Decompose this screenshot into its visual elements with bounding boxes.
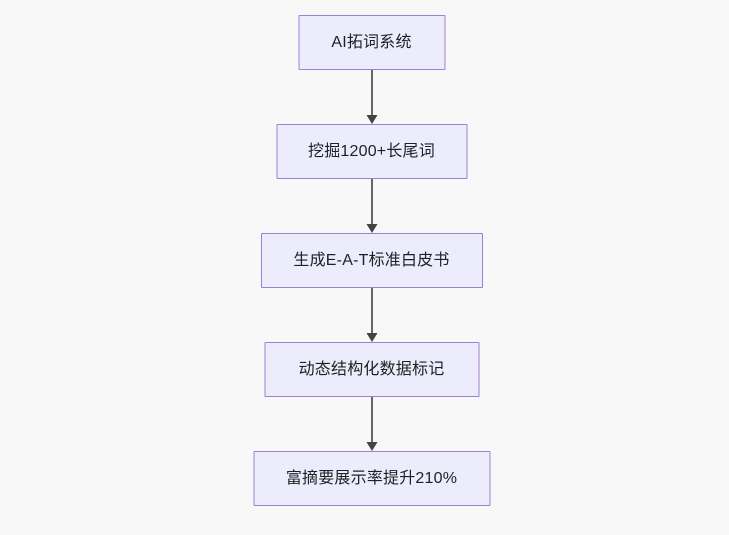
flow-node-label: 生成E-A-T标准白皮书 <box>293 251 450 269</box>
flow-node-5[interactable]: 富摘要展示率提升210% <box>253 451 490 506</box>
flow-connector-4 <box>365 397 379 451</box>
flow-node-2[interactable]: 挖掘1200+长尾词 <box>276 124 467 179</box>
flow-node-4[interactable]: 动态结构化数据标记 <box>264 342 479 397</box>
flow-connector-1 <box>365 70 379 124</box>
flow-node-3[interactable]: 生成E-A-T标准白皮书 <box>260 233 483 288</box>
flow-connector-3 <box>365 288 379 342</box>
flow-node-1[interactable]: AI拓词系统 <box>298 15 445 70</box>
flow-node-label: 富摘要展示率提升210% <box>285 469 458 487</box>
flow-connector-2 <box>365 179 379 233</box>
flow-node-label: 挖掘1200+长尾词 <box>308 142 435 160</box>
flow-node-label: AI拓词系统 <box>331 33 412 51</box>
flow-node-label: 动态结构化数据标记 <box>298 360 445 378</box>
